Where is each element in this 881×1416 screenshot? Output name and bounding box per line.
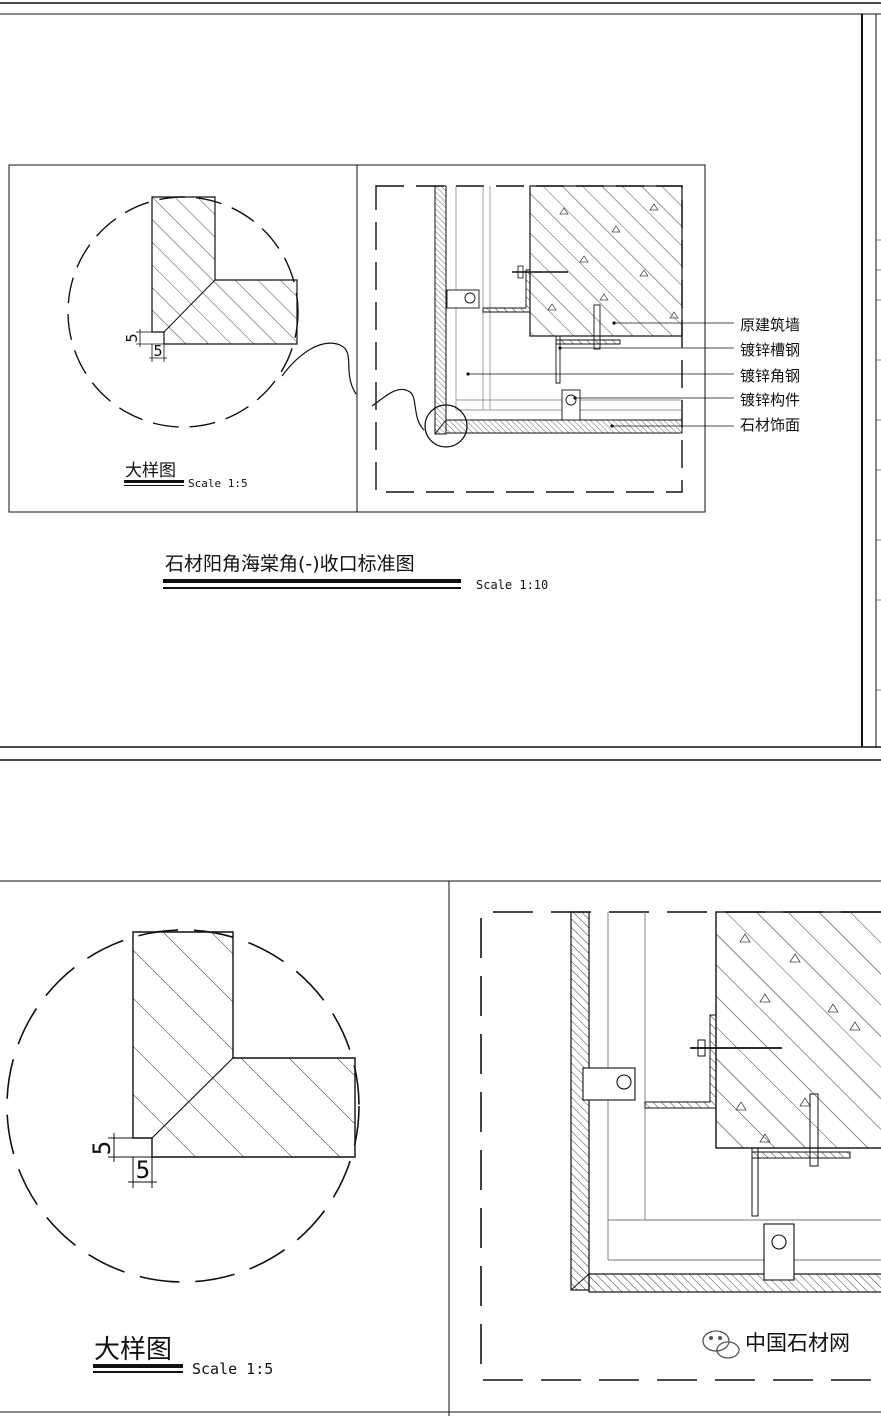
callout-stone-facing: 石材饰面 xyxy=(740,416,800,434)
section-drawing-top xyxy=(375,185,734,493)
drawing-title-scale: Scale 1:10 xyxy=(476,578,548,592)
dim-b-bottom: 5 xyxy=(136,1156,150,1184)
wechat-icon xyxy=(702,1330,740,1359)
drawing-title: 石材阳角海棠角(-)收口标准图 xyxy=(165,553,415,575)
section-drawing-bottom xyxy=(480,911,881,1381)
callout-channel-steel: 镀锌槽钢 xyxy=(740,341,800,359)
detail-label-top: 大样图 xyxy=(125,461,176,481)
detail-drawing-bottom xyxy=(6,929,360,1283)
callout-galvanized-part: 镀锌构件 xyxy=(740,391,800,409)
callout-original-wall: 原建筑墙 xyxy=(740,316,800,334)
bottom-sheet: 5 5 大样图 Scale 1:5 xyxy=(0,759,881,1416)
watermark-text: 中国石材网 xyxy=(745,1331,850,1355)
detail-drawing-top xyxy=(67,196,299,428)
detail-scale-top: Scale 1:5 xyxy=(188,477,248,490)
top-sheet: 5 5 大样图 Scale 1:5 xyxy=(0,2,881,748)
break-line xyxy=(281,342,357,395)
callout-labels: 原建筑墙 镀锌槽钢 镀锌角钢 镀锌构件 石材饰面 xyxy=(740,316,800,434)
watermark: 中国石材网 xyxy=(702,1330,850,1359)
detail-label-bottom: 大样图 xyxy=(94,1335,172,1365)
detail-scale-bottom: Scale 1:5 xyxy=(192,1360,273,1378)
callout-angle-steel: 镀锌角钢 xyxy=(740,367,800,385)
dim-b-top: 5 xyxy=(153,342,162,360)
dim-a-top: 5 xyxy=(123,333,141,342)
dim-a-bottom: 5 xyxy=(88,1141,116,1155)
